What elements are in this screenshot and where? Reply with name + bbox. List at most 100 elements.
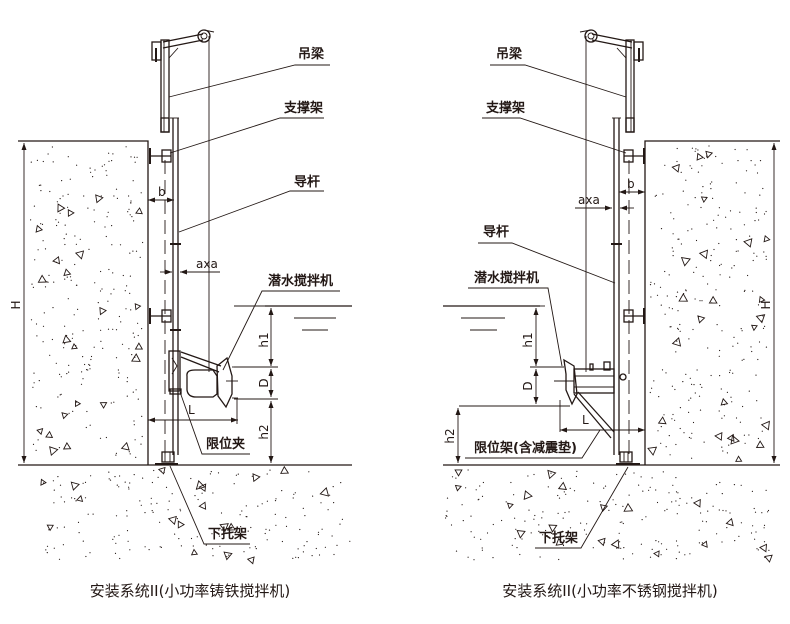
concrete-dot <box>732 372 734 374</box>
concrete-dot <box>751 350 753 353</box>
concrete-dot <box>127 211 129 213</box>
concrete-dot <box>317 533 319 536</box>
concrete-dot <box>764 325 766 327</box>
concrete-dot <box>604 485 607 487</box>
concrete-dot <box>128 348 130 350</box>
callout-lifting-beam: 吊梁 <box>496 46 523 62</box>
concrete-dot <box>701 386 703 388</box>
concrete-dot <box>722 450 724 452</box>
concrete-dot <box>691 167 693 169</box>
concrete-dot <box>641 519 643 521</box>
concrete-dot <box>710 188 712 190</box>
concrete-dot <box>735 182 737 184</box>
concrete-dot <box>665 446 667 448</box>
concrete-dot <box>763 213 766 215</box>
callout-lifting-beam: 吊梁 <box>298 46 325 62</box>
concrete-dot <box>622 558 625 560</box>
concrete-dot <box>99 290 102 292</box>
concrete-dot <box>563 491 565 493</box>
concrete-dot <box>694 298 696 300</box>
concrete-dot <box>212 555 214 557</box>
concrete-aggregate <box>61 412 69 420</box>
concrete-dot <box>702 520 704 522</box>
concrete-dot <box>285 516 287 519</box>
concrete-dot <box>718 410 720 412</box>
concrete-dot <box>721 162 723 164</box>
concrete-dot <box>130 202 132 204</box>
concrete-dot <box>729 276 731 278</box>
concrete-dot <box>698 529 700 531</box>
concrete-dot <box>34 259 36 261</box>
concrete-dot <box>672 413 674 416</box>
dim-label-D: D <box>521 381 535 390</box>
concrete-dot <box>655 540 657 542</box>
right-mixer <box>554 358 627 439</box>
concrete-dot <box>67 206 69 208</box>
concrete-dot <box>241 510 243 512</box>
concrete-dot <box>721 446 723 448</box>
concrete-dot <box>729 371 731 374</box>
concrete-aggregate <box>647 446 658 456</box>
concrete-aggregate <box>454 469 463 477</box>
concrete-dot <box>558 558 560 561</box>
concrete-dot <box>133 336 135 338</box>
concrete-dot <box>129 252 131 254</box>
concrete-dot <box>171 493 173 495</box>
concrete-dot <box>719 274 721 276</box>
concrete-dot <box>514 517 516 519</box>
dim-label-H: H <box>759 300 773 309</box>
concrete-aggregate <box>95 194 104 204</box>
concrete-aggregate <box>506 502 514 510</box>
concrete-dot <box>475 489 477 491</box>
concrete-dot <box>52 480 55 482</box>
concrete-dot <box>619 541 621 543</box>
concrete-dot <box>721 541 723 543</box>
concrete-dot <box>672 484 674 486</box>
concrete-dot <box>720 388 722 390</box>
concrete-dot <box>694 392 696 394</box>
concrete-dot <box>77 308 79 310</box>
concrete-aggregate <box>135 207 143 215</box>
concrete-dot <box>649 486 651 488</box>
concrete-dot <box>668 492 670 494</box>
concrete-dot <box>689 165 691 167</box>
concrete-dot <box>108 160 110 162</box>
concrete-dot <box>729 369 731 371</box>
concrete-dot <box>108 268 110 271</box>
concrete-dot <box>758 219 760 221</box>
concrete-dot <box>718 207 721 209</box>
concrete-dot <box>137 334 139 337</box>
concrete-dot <box>729 512 731 514</box>
concrete-dot <box>740 484 742 486</box>
concrete-dot <box>660 304 662 306</box>
concrete-dot <box>674 388 676 391</box>
dim-label-h1: h1 <box>257 332 271 347</box>
concrete-dot <box>678 238 680 240</box>
concrete-dot <box>477 499 479 501</box>
concrete-dot <box>58 447 61 449</box>
concrete-dot <box>675 491 678 493</box>
concrete-dot <box>97 318 100 320</box>
concrete-dot <box>245 505 247 507</box>
concrete-aggregate <box>755 314 766 324</box>
concrete-dot <box>664 510 666 512</box>
concrete-dot <box>64 343 66 345</box>
concrete-dot <box>51 338 54 341</box>
right-figure: H <box>443 29 780 600</box>
concrete-dot <box>645 516 647 518</box>
concrete-dot <box>79 238 81 240</box>
concrete-dot <box>511 544 513 546</box>
concrete-dot <box>31 283 33 285</box>
concrete-dot <box>709 183 712 185</box>
concrete-dot <box>92 513 94 515</box>
concrete-dot <box>675 540 678 542</box>
concrete-dot <box>649 391 651 394</box>
concrete-dot <box>117 369 119 371</box>
concrete-dot <box>757 437 760 440</box>
concrete-dot <box>103 164 106 166</box>
concrete-dot <box>691 228 693 230</box>
concrete-dot <box>165 486 168 488</box>
concrete-dot <box>67 156 69 158</box>
concrete-dot <box>42 240 44 242</box>
concrete-dot <box>712 505 714 507</box>
